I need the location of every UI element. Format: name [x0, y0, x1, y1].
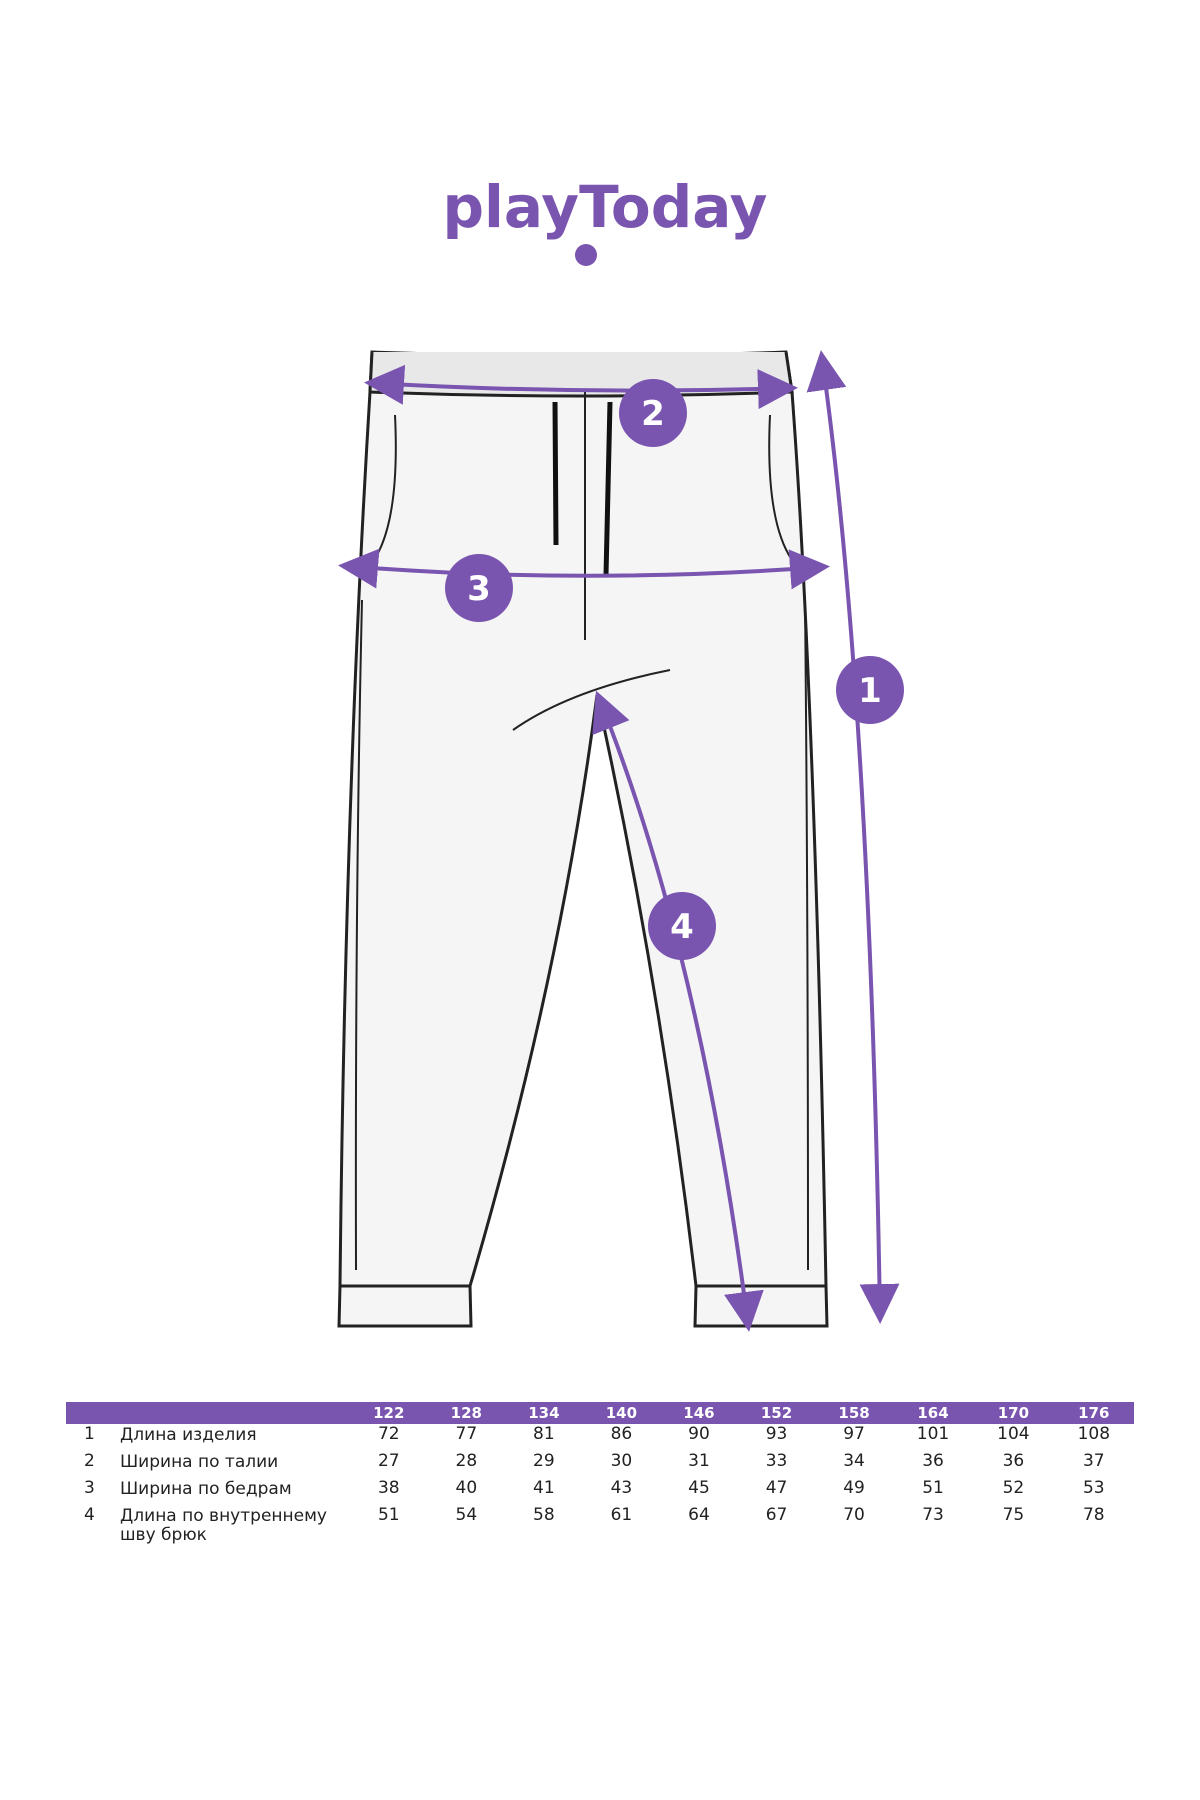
measurement-value: 28 [455, 1451, 478, 1471]
pants-outline [337, 350, 829, 1328]
table-row: 1 Длина изделия 72 77 81 86 90 93 97 101 104 108 [66, 1424, 1134, 1451]
svg-text:playToday: playToday [443, 173, 768, 241]
table-row: 2 Ширина по талии 27 28 29 30 31 33 34 36 36 37 [66, 1451, 1134, 1478]
measurement-value: 86 [610, 1424, 633, 1444]
measurement-value: 97 [843, 1424, 865, 1444]
measurement-value: 29 [533, 1451, 555, 1471]
size-header: 170 [973, 1402, 1054, 1424]
measurement-name: Ширина по бедрам [120, 1479, 292, 1499]
marker-2-circle [619, 379, 687, 447]
measurement-value: 49 [843, 1478, 865, 1498]
measurement-value: 27 [377, 1451, 400, 1471]
arrow-hips [338, 548, 830, 590]
marker-1-circle [836, 656, 904, 724]
measurement-value: 75 [1002, 1505, 1025, 1525]
marker-3: 3 [467, 569, 491, 609]
playtoday-logo: playToday [443, 173, 768, 266]
measurement-name: Длина изделия [120, 1425, 257, 1445]
measurement-value: 45 [688, 1478, 710, 1498]
arrow-inseam [592, 690, 764, 1332]
marker-3-circle [445, 554, 513, 622]
row-number: 3 [84, 1478, 95, 1498]
measurement-value: 101 [916, 1424, 950, 1444]
pants-measurement-diagram: 1 2 3 4 [337, 350, 904, 1332]
measurement-value: 40 [455, 1478, 478, 1498]
measurement-value: 61 [610, 1505, 633, 1525]
measurement-value: 78 [1082, 1505, 1105, 1525]
measurement-value: 93 [765, 1424, 788, 1444]
measurement-value: 38 [377, 1478, 400, 1498]
measurement-name: Длина по внутреннему шву брюк [120, 1506, 327, 1545]
size-header: 164 [892, 1402, 974, 1424]
row-number: 2 [84, 1451, 95, 1471]
measurement-value: 90 [688, 1424, 710, 1444]
size-table: 122 128 134 140 146 152 158 164 170 176 … [66, 1402, 1134, 1545]
arrow-waist [364, 364, 798, 410]
measurement-value: 41 [533, 1478, 555, 1498]
measurement-value: 47 [765, 1478, 788, 1498]
measurement-value: 31 [688, 1451, 710, 1471]
measurement-value: 58 [533, 1505, 555, 1525]
size-header: 146 [660, 1402, 738, 1424]
measurement-value: 53 [1082, 1478, 1105, 1498]
size-header: 134 [505, 1402, 583, 1424]
measurement-value: 64 [688, 1505, 710, 1525]
measurement-value: 108 [1077, 1424, 1111, 1444]
size-header: 128 [427, 1402, 506, 1424]
size-header: 152 [737, 1402, 816, 1424]
marker-2: 2 [641, 394, 665, 434]
marker-4-circle [648, 892, 716, 960]
marker-4: 4 [670, 907, 694, 947]
measurement-value: 70 [843, 1505, 865, 1525]
measurement-value: 52 [1002, 1478, 1025, 1498]
measurement-value: 72 [377, 1424, 400, 1444]
measurement-value: 77 [455, 1424, 478, 1444]
measurement-value: 36 [1002, 1451, 1025, 1471]
measurement-name: Ширина по талии [120, 1452, 279, 1472]
size-header: 122 [350, 1402, 428, 1424]
measurement-value: 67 [765, 1505, 788, 1525]
measurement-value: 36 [922, 1451, 944, 1471]
measurement-value: 73 [922, 1505, 944, 1525]
size-header: 176 [1053, 1402, 1134, 1424]
measurement-value: 37 [1082, 1451, 1105, 1471]
table-row: 3 Ширина по бедрам 38 40 41 43 45 47 49 51 52 53 [66, 1478, 1134, 1505]
row-number: 1 [84, 1424, 95, 1444]
size-header: 140 [582, 1402, 661, 1424]
arrow-length [806, 350, 900, 1324]
size-header-row: 122 128 134 140 146 152 158 164 170 176 [66, 1402, 1134, 1424]
measurement-value: 43 [610, 1478, 633, 1498]
row-number: 4 [84, 1505, 95, 1525]
measurement-value: 30 [610, 1451, 633, 1471]
measurement-value: 54 [455, 1505, 478, 1525]
measurement-value: 51 [377, 1505, 400, 1525]
measurement-value: 34 [843, 1451, 865, 1471]
measurement-value: 33 [765, 1451, 788, 1471]
marker-1: 1 [858, 671, 882, 711]
measurement-value: 81 [533, 1424, 555, 1444]
measurement-value: 104 [997, 1424, 1030, 1444]
measurement-value: 51 [922, 1478, 944, 1498]
size-header: 158 [815, 1402, 893, 1424]
table-row: 4 Длина по внутреннему шву брюк 51 54 58 61 64… [66, 1505, 1134, 1545]
